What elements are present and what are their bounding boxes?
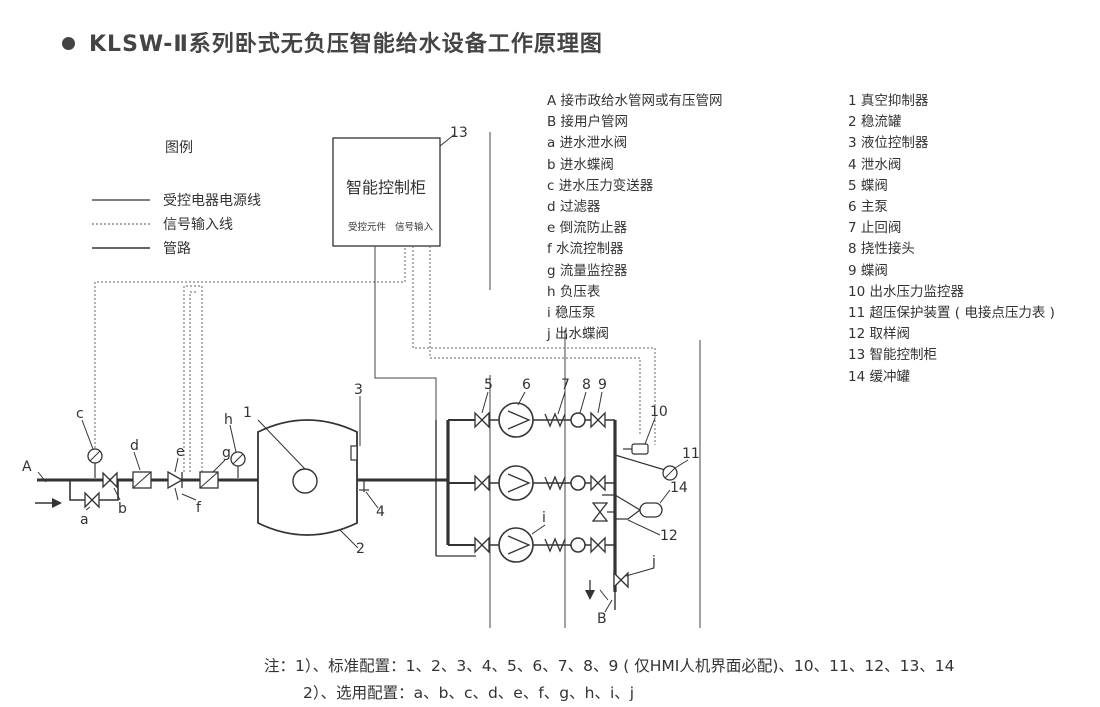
list-item: j 出水蝶阀 xyxy=(547,326,610,343)
callout-1: 1 xyxy=(243,405,252,421)
stabilizing-tank xyxy=(257,396,379,549)
list-item: i 稳压泵 xyxy=(547,305,596,322)
list-item: g 流量监控器 xyxy=(547,262,628,279)
pump-row-1 xyxy=(474,402,615,438)
letter-component-list: A 接市政给水管网或有压管网 B 接用户管网 a 进水泄水阀 b 进水蝶阀 c … xyxy=(547,91,723,345)
callout-A: A xyxy=(22,459,32,475)
title-bullet-icon xyxy=(62,36,75,50)
callout-14: 14 xyxy=(670,480,688,496)
list-item: 10 出水压力监控器 xyxy=(848,283,964,300)
pump-row-2 xyxy=(474,465,615,501)
list-item: 2 稳流罐 xyxy=(848,114,902,131)
page-title: KLSW-Ⅱ系列卧式无负压智能给水设备工作原理图 xyxy=(62,26,603,58)
callout-10: 10 xyxy=(650,404,668,420)
list-item: 9 蝶阀 xyxy=(848,262,888,279)
callout-i: i xyxy=(542,510,546,526)
list-item: a 进水泄水阀 xyxy=(547,135,628,152)
legend-heading: 图例 xyxy=(165,140,193,156)
control-cabinet: 智能控制柜 受控元件 信号输入 13 xyxy=(332,125,468,247)
callout-h: h xyxy=(224,412,233,428)
title-text: KLSW-Ⅱ系列卧式无负压智能给水设备工作原理图 xyxy=(89,32,603,57)
callout-B: B xyxy=(597,611,607,627)
list-item: h 负压表 xyxy=(547,283,601,300)
cabinet-title: 智能控制柜 xyxy=(346,178,426,197)
legend-power-label: 受控电器电源线 xyxy=(163,193,261,209)
callout-7: 7 xyxy=(561,377,570,393)
legend-signal-label: 信号输入线 xyxy=(163,217,233,233)
callout-f: f xyxy=(196,500,202,516)
callout-4: 4 xyxy=(376,504,385,520)
note-standard-config: 注：1）、标准配置：1、2、3、4、5、6、7、8、9 ( 仅HMI人机界面必配… xyxy=(264,657,955,675)
list-item: 7 止回阀 xyxy=(848,220,902,237)
numbered-component-list: 1 真空抑制器 2 稳流罐 3 液位控制器 4 泄水阀 5 蝶阀 6 主泵 7 … xyxy=(848,91,1055,388)
power-wiring xyxy=(374,246,437,420)
reference-lines xyxy=(489,132,701,628)
list-item: f 水流控制器 xyxy=(547,241,624,258)
list-item: 13 智能控制柜 xyxy=(848,347,937,364)
callout-a: a xyxy=(80,512,89,528)
list-item: 1 真空抑制器 xyxy=(848,93,929,109)
list-item: 3 液位控制器 xyxy=(848,135,929,152)
pump-manifolds xyxy=(435,419,617,592)
cabinet-right-label: 信号输入 xyxy=(395,221,434,233)
list-item: c 进水压力变送器 xyxy=(547,177,654,194)
list-item: d 过滤器 xyxy=(547,199,601,216)
list-item: 8 挠性接头 xyxy=(848,241,915,258)
callout-9: 9 xyxy=(598,377,607,393)
cabinet-left-label: 受控元件 xyxy=(348,221,387,233)
callout-j: j xyxy=(651,554,656,570)
callout-e: e xyxy=(176,444,185,460)
legend-pipe-label: 管路 xyxy=(163,241,191,257)
list-item: 5 蝶阀 xyxy=(848,177,888,194)
callout-5: 5 xyxy=(484,377,493,393)
list-item: b 进水蝶阀 xyxy=(547,156,614,173)
callout-2: 2 xyxy=(356,541,365,557)
signal-wiring xyxy=(94,246,656,472)
list-item: 4 泄水阀 xyxy=(848,156,902,173)
callout-13: 13 xyxy=(450,125,468,141)
callout-11: 11 xyxy=(682,446,700,462)
callout-leaders xyxy=(37,391,689,613)
callout-6: 6 xyxy=(522,377,531,393)
list-item: e 倒流防止器 xyxy=(547,220,628,237)
callout-c: c xyxy=(76,406,84,422)
legend: 图例 受控电器电源线 信号输入线 管路 xyxy=(92,140,261,257)
callout-d: d xyxy=(130,438,139,454)
callout-g: g xyxy=(222,445,231,461)
note-optional-config: 2）、选用配置：a、b、c、d、e、f、g、h、i、j xyxy=(303,684,635,702)
list-item: 12 取样阀 xyxy=(848,326,910,343)
pump-row-3 xyxy=(474,527,615,563)
callout-8: 8 xyxy=(582,377,591,393)
outlet-components xyxy=(585,443,678,610)
list-item: 11 超压保护装置 ( 电接点压力表 ) xyxy=(848,305,1055,322)
list-item: A 接市政给水管网或有压管网 xyxy=(547,93,723,109)
list-item: 6 主泵 xyxy=(848,199,888,216)
list-item: B 接用户管网 xyxy=(547,114,629,131)
callout-3: 3 xyxy=(354,382,363,398)
callout-12: 12 xyxy=(660,528,678,544)
inlet-components xyxy=(84,448,246,508)
list-item: 14 缓冲罐 xyxy=(848,368,910,385)
callout-labels: 1 2 3 4 5 6 7 8 9 10 11 12 14 A B a b c … xyxy=(22,377,700,627)
callout-b: b xyxy=(118,501,127,517)
